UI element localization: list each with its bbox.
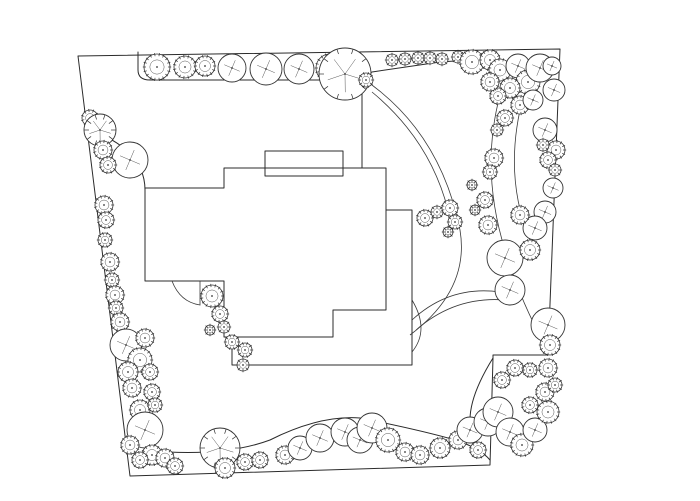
driveway-turnaround-2 xyxy=(415,299,506,331)
shrub-symbol xyxy=(146,397,164,413)
shrub-symbol xyxy=(410,50,426,66)
shrub-symbol xyxy=(547,162,563,178)
shrub-symbol xyxy=(216,319,232,335)
shrub-symbol xyxy=(422,50,438,66)
shrub-symbol xyxy=(476,190,495,210)
shrub-symbol xyxy=(236,342,254,358)
shrub-symbol xyxy=(172,54,198,80)
shrub-symbol xyxy=(480,71,501,93)
shrub-symbol xyxy=(506,358,525,378)
shrub-symbol xyxy=(446,214,464,230)
tree-symbol xyxy=(494,274,526,306)
planting-layer xyxy=(81,47,567,479)
shrub-symbol xyxy=(100,251,121,273)
shrub-symbol xyxy=(428,437,452,459)
bed-edge-east-lower xyxy=(469,357,494,421)
shrub-symbol xyxy=(521,395,540,415)
tree-symbol xyxy=(318,47,372,101)
shrub-symbol xyxy=(211,304,230,324)
shrub-symbol xyxy=(521,362,539,378)
shrub-symbol xyxy=(193,55,217,77)
shrub-symbol xyxy=(416,208,435,228)
driveway-side xyxy=(411,299,422,353)
shrub-symbol xyxy=(397,51,413,67)
shrub-symbol xyxy=(484,147,505,169)
shrub-symbol xyxy=(468,203,482,217)
shrub-symbol xyxy=(97,210,116,230)
shrub-symbol xyxy=(122,377,143,399)
tree-symbol xyxy=(305,423,335,453)
shrub-symbol xyxy=(103,272,121,288)
shrub-symbol xyxy=(478,214,499,236)
shrub-symbol xyxy=(99,155,118,175)
tree-symbol xyxy=(83,113,117,147)
shrub-symbol xyxy=(357,72,375,88)
shrub-symbol xyxy=(235,357,251,373)
shrub-symbol xyxy=(203,323,217,337)
tree-symbol xyxy=(283,53,315,85)
shrub-symbol xyxy=(135,327,156,349)
tree-symbol xyxy=(542,56,562,76)
shrub-symbol xyxy=(116,361,140,383)
shrub-symbol xyxy=(213,457,237,479)
shrub-symbol xyxy=(434,51,450,67)
shrub-symbol xyxy=(429,204,445,220)
tree-symbol xyxy=(542,78,566,102)
tree-symbol xyxy=(542,177,564,199)
house-footprint xyxy=(144,167,387,338)
tree-symbol xyxy=(522,417,548,443)
tree-symbol xyxy=(522,215,548,241)
shrub-symbol xyxy=(469,440,488,460)
shrub-symbol xyxy=(538,334,562,356)
tree-symbol xyxy=(249,52,283,86)
shrub-symbol xyxy=(236,452,255,472)
shrub-symbol xyxy=(199,283,225,309)
tree-symbol xyxy=(217,53,247,83)
tree-symbol xyxy=(287,435,313,461)
door-swing xyxy=(171,280,201,306)
shrub-symbol xyxy=(107,300,125,316)
driveway-turnaround xyxy=(411,290,501,321)
shrub-symbol xyxy=(465,178,479,192)
shrub-symbol xyxy=(535,137,551,153)
tree-symbol xyxy=(532,117,558,143)
shrub-symbol xyxy=(441,198,460,218)
tree-symbol xyxy=(522,89,544,111)
shrub-symbol xyxy=(546,377,564,393)
shrub-symbol xyxy=(441,225,455,239)
shrub-symbol xyxy=(223,334,241,350)
driveway-arc-inner xyxy=(371,91,449,211)
shrub-symbol xyxy=(535,399,561,425)
garage-outline xyxy=(231,209,413,366)
shrub-symbol xyxy=(166,456,185,476)
tree-symbol xyxy=(486,239,524,277)
driveway-arc-outer xyxy=(361,77,462,336)
shrub-symbol xyxy=(142,52,172,82)
shrub-symbol xyxy=(131,450,150,470)
house-entry-porch xyxy=(264,150,344,177)
shrub-symbol xyxy=(141,362,160,382)
shrub-symbol xyxy=(481,164,499,180)
shrub-symbol xyxy=(493,370,512,390)
shrub-symbol xyxy=(374,426,402,454)
shrub-symbol xyxy=(489,86,508,106)
shrub-symbol xyxy=(496,108,515,128)
shrub-symbol xyxy=(489,122,505,138)
shrub-symbol xyxy=(96,232,114,248)
shrub-symbol xyxy=(384,52,400,68)
shrub-symbol xyxy=(410,444,431,466)
shrub-symbol xyxy=(518,239,542,261)
shrub-symbol xyxy=(251,450,270,470)
tree-symbol xyxy=(111,141,149,179)
shrub-symbol xyxy=(510,204,531,226)
shrub-symbol xyxy=(538,357,559,379)
shrub-symbol xyxy=(120,434,141,456)
shrub-symbol xyxy=(105,284,126,306)
